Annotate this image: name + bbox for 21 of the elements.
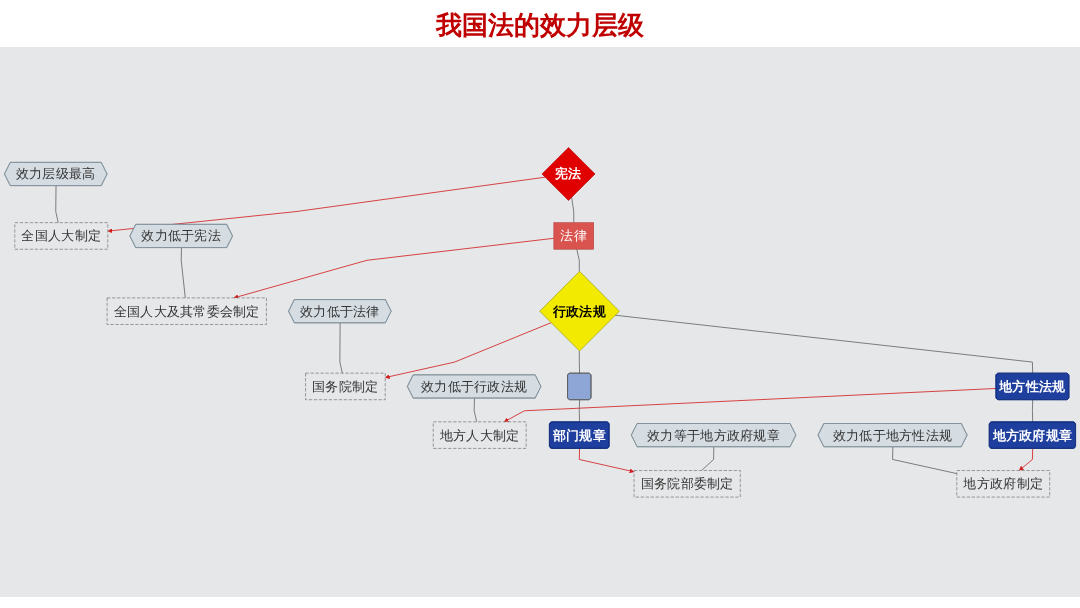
connector bbox=[473, 397, 478, 422]
connector bbox=[571, 196, 575, 223]
node-box: 地方政府制定 bbox=[956, 470, 1050, 498]
node-box: 国务院部委制定 bbox=[633, 470, 741, 498]
title: 我国法的效力层级 bbox=[434, 9, 645, 42]
connector bbox=[339, 322, 343, 374]
connector bbox=[701, 446, 715, 471]
node-box: 全国人大制定 bbox=[14, 222, 109, 250]
node-diamond: 行政法规 bbox=[539, 270, 620, 352]
node-box: 国务院制定 bbox=[305, 372, 386, 400]
connector bbox=[578, 399, 580, 423]
connector bbox=[576, 248, 580, 272]
node-box: 法律 bbox=[553, 222, 594, 250]
connector bbox=[180, 247, 186, 299]
connector bbox=[892, 446, 958, 474]
node-box: 全国人大及其常委会制定 bbox=[106, 297, 267, 325]
connector bbox=[55, 185, 59, 223]
connector bbox=[1032, 399, 1034, 423]
node-diamond: 宪法 bbox=[541, 146, 596, 201]
connector bbox=[578, 350, 580, 374]
node-box: 地方人大制定 bbox=[432, 421, 527, 449]
